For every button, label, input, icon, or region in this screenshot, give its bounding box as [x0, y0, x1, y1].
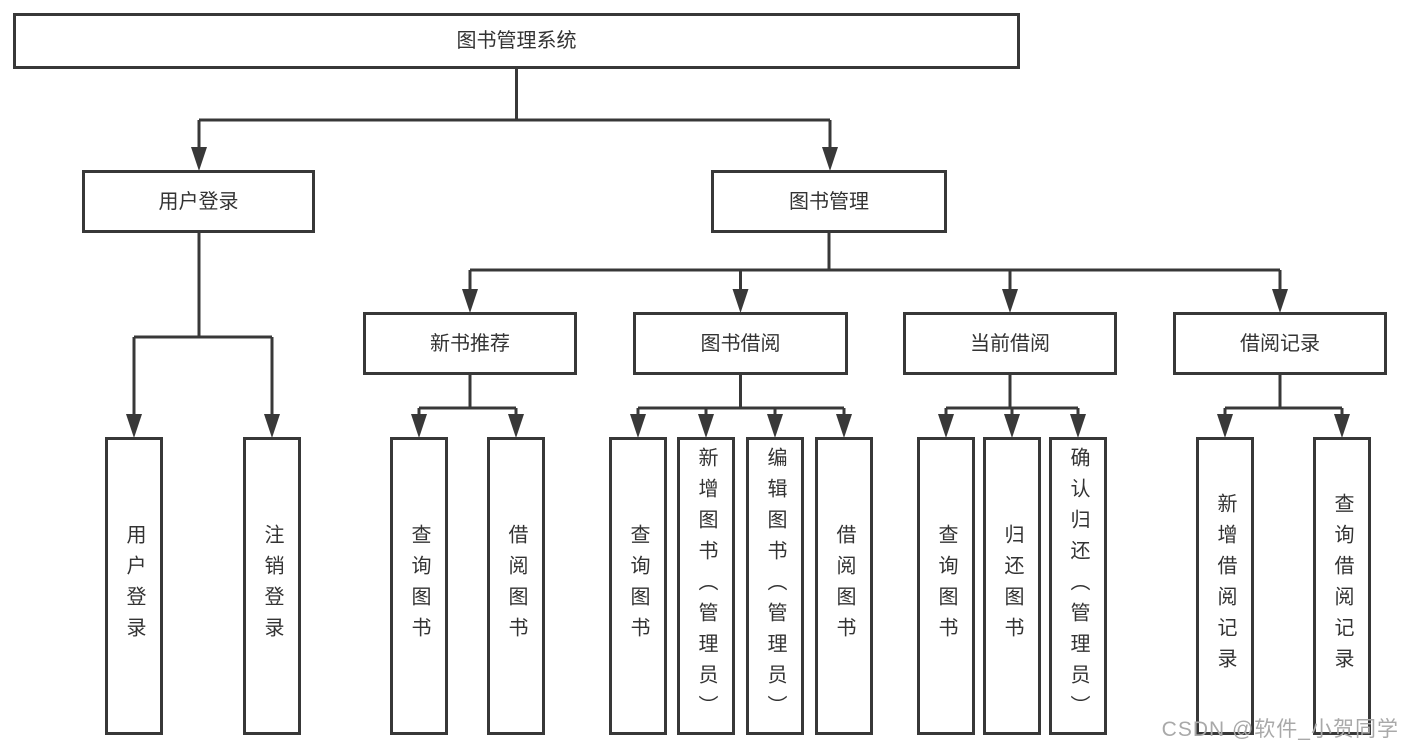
node-user-login: 用户登录 — [82, 170, 315, 233]
node-confirm-return-admin: 确认归还（管理员） — [1049, 437, 1107, 735]
node-new-book-recommend: 新书推荐 — [363, 312, 577, 375]
node-library-system: 图书管理系统 — [13, 13, 1020, 69]
node-book-management: 图书管理 — [711, 170, 947, 233]
connector-record-to-leaves — [1217, 375, 1350, 438]
connector-borrow-to-leaves — [630, 375, 852, 438]
node-return-book: 归还图书 — [983, 437, 1041, 735]
node-user-login-leaf: 用户登录 — [105, 437, 163, 735]
node-edit-book-admin: 编辑图书（管理员） — [746, 437, 804, 735]
node-query-books-newbook: 查询图书 — [390, 437, 448, 735]
node-borrow-records: 借阅记录 — [1173, 312, 1387, 375]
node-query-books-borrow: 查询图书 — [609, 437, 667, 735]
connector-current-to-leaves — [938, 375, 1086, 438]
connector-newbook-to-leaves — [411, 375, 524, 438]
node-book-borrow: 图书借阅 — [633, 312, 848, 375]
node-current-borrow: 当前借阅 — [903, 312, 1117, 375]
node-borrow-books-leaf: 借阅图书 — [815, 437, 873, 735]
node-query-borrow-record: 查询借阅记录 — [1313, 437, 1371, 735]
node-add-book-admin: 新增图书（管理员） — [677, 437, 735, 735]
connector-mgmt-to-level3 — [462, 233, 1288, 313]
node-borrow-books-newbook: 借阅图书 — [487, 437, 545, 735]
node-query-books-current: 查询图书 — [917, 437, 975, 735]
node-add-borrow-record: 新增借阅记录 — [1196, 437, 1254, 735]
connector-root-to-level2 — [191, 68, 838, 171]
connector-login-to-leaves — [126, 233, 280, 438]
node-logout-leaf: 注销登录 — [243, 437, 301, 735]
csdn-watermark: CSDN @软件_小贺同学 — [1161, 718, 1399, 741]
